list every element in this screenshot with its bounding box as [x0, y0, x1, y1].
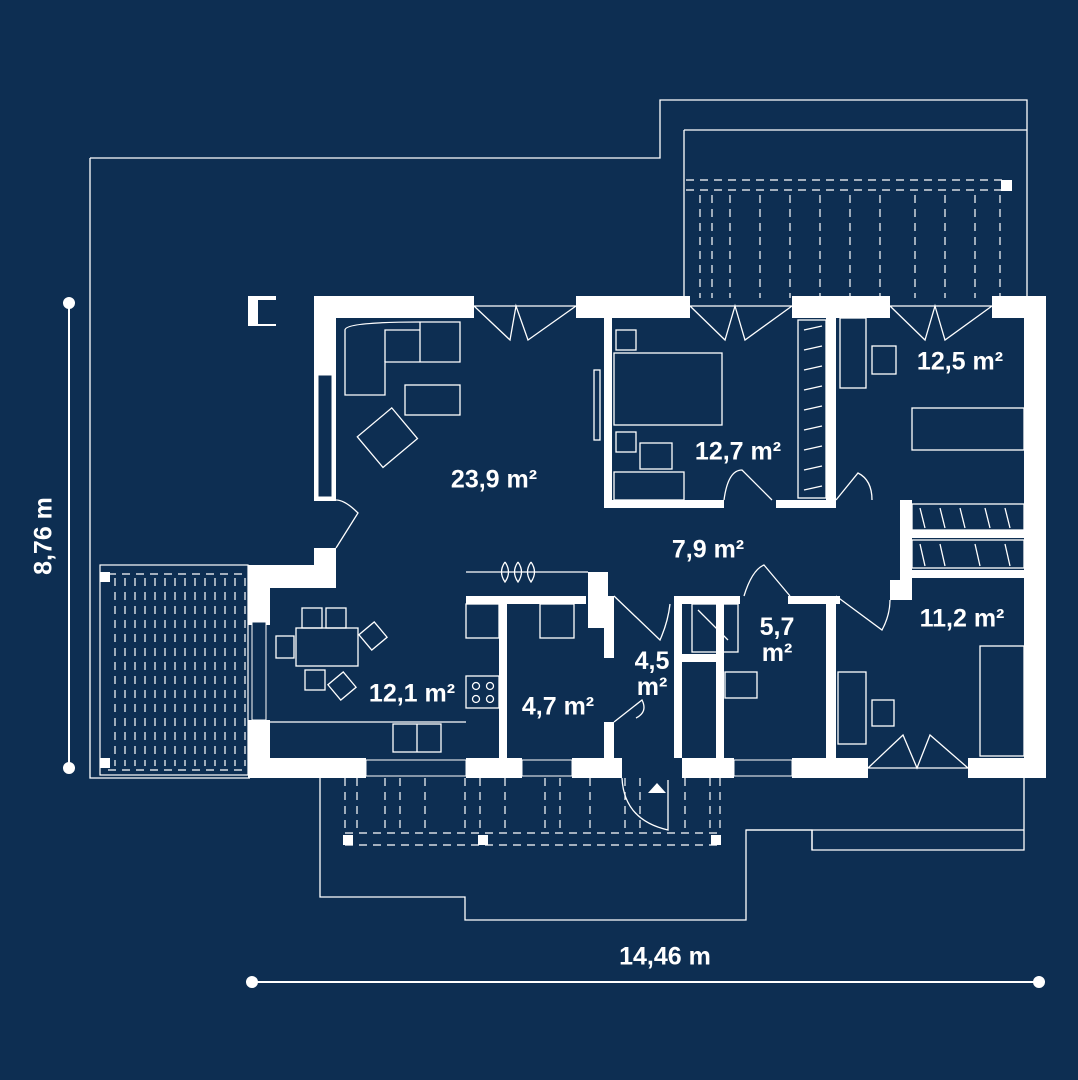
dimension-lines: [63, 297, 1045, 988]
room-area-utility: 4,7 m²: [521, 692, 595, 721]
room-area-bedroom-3: 11,2 m²: [919, 604, 1005, 633]
depth-dimension-label: 8,76 m: [29, 497, 58, 575]
room-area-hall: 7,9 m²: [671, 535, 745, 564]
terrace-left: [99, 564, 249, 776]
room-area-kitchen: 12,1 m²: [368, 679, 456, 708]
roof-outline-left: [90, 99, 1028, 300]
room-area-bathroom: 5,7 m²: [759, 612, 795, 667]
room-area-entrance: 4,5 m²: [634, 646, 670, 701]
room-area-bedroom-2: 12,5 m²: [916, 347, 1004, 376]
pergola-bottom: [344, 778, 721, 846]
room-area-bathroom-unit: m²: [761, 639, 793, 667]
room-area-bedroom-1: 12,7 m²: [694, 437, 782, 466]
room-area-bathroom-value: 5,7: [759, 612, 795, 641]
pergola-top: [686, 179, 1005, 298]
room-area-entrance-value: 4,5: [634, 646, 670, 675]
room-area-living: 23,9 m²: [450, 465, 538, 494]
room-area-entrance-unit: m²: [636, 673, 668, 701]
roof-outline-bottom: [319, 778, 1025, 921]
width-dimension-label: 14,46 m: [619, 942, 711, 971]
